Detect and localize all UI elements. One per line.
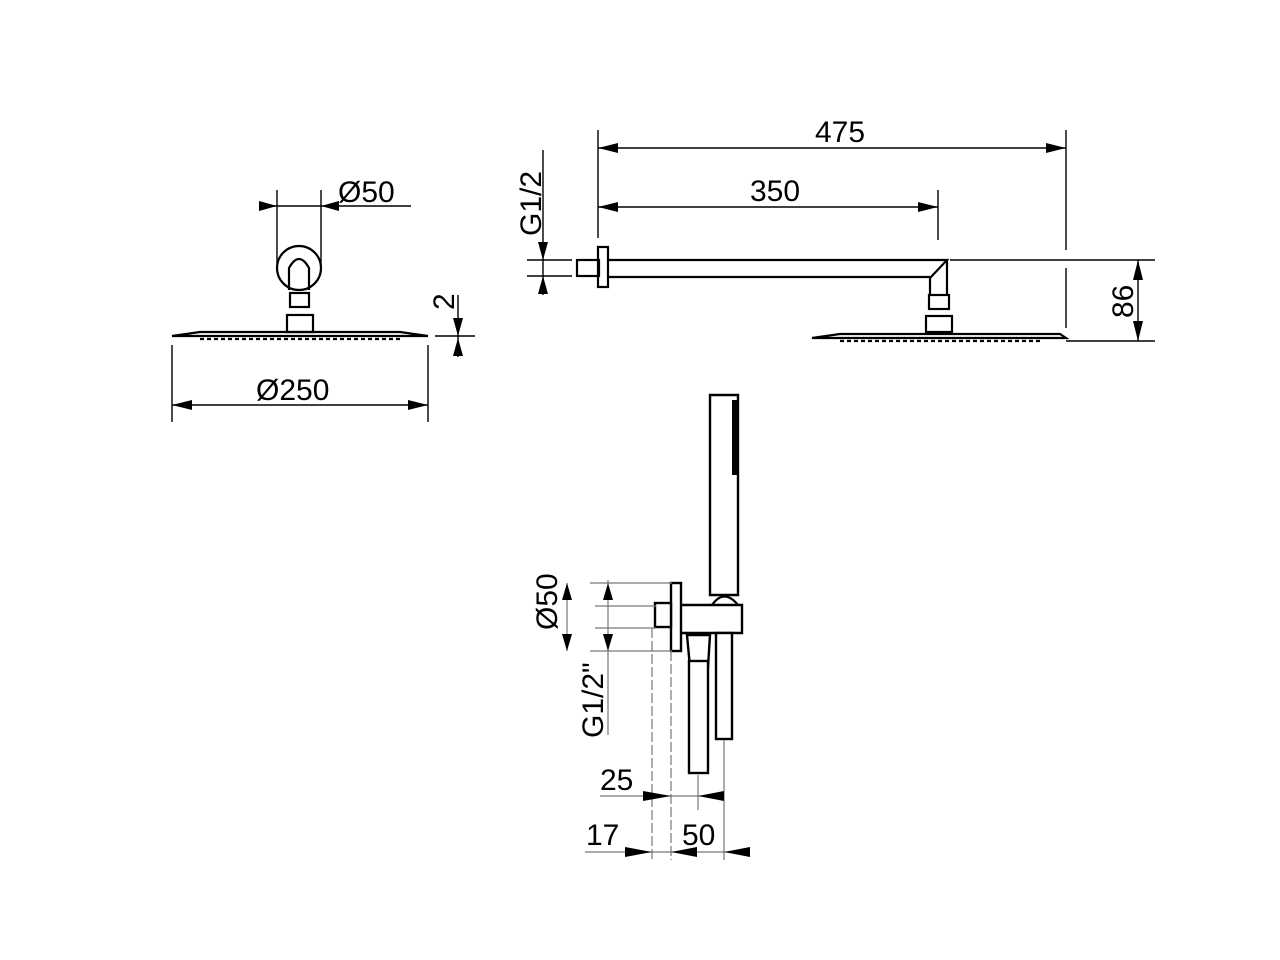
dim-arm-diameter: Ø50 [338, 176, 395, 209]
dim-height: 86 [1107, 285, 1140, 318]
dim-hand-thread: G1/2" [577, 662, 610, 738]
dim-offset-50: 50 [682, 819, 715, 852]
dim-arm-thread: G1/2 [515, 171, 548, 236]
hand-shower-view: Ø50 G1/2" 25 17 50 [531, 393, 750, 860]
arm-side-view: 475 350 G1/2 86 [515, 116, 1155, 343]
dim-offset-17: 17 [586, 819, 619, 852]
dim-head-diameter: Ø250 [256, 374, 329, 407]
dim-flange-diameter: Ø50 [531, 573, 564, 630]
dim-head-thickness: 2 [428, 293, 461, 310]
dim-arm-length: 350 [750, 175, 800, 208]
dim-total-length: 475 [815, 116, 865, 149]
dim-offset-25: 25 [600, 764, 633, 797]
head-front-view: Ø50 Ø250 2 [171, 176, 475, 422]
